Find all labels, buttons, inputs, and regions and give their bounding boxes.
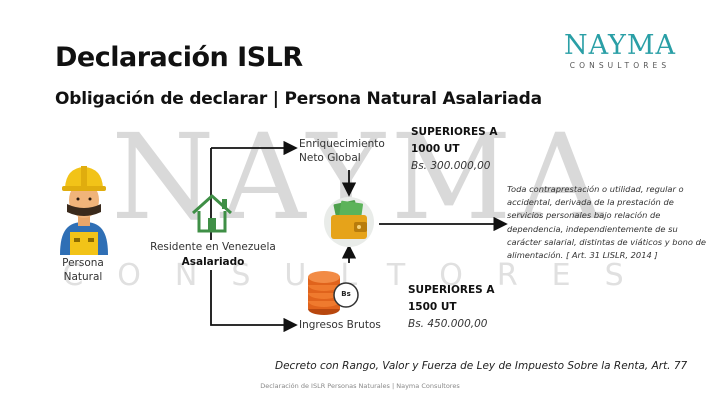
logo-word: NAYMA [564, 30, 676, 61]
logo: NAYMA CONSULTORES [564, 32, 676, 70]
decree-citation: Decreto con Rango, Valor y Fuerza de Ley… [275, 360, 688, 372]
wallet-icon [324, 197, 374, 247]
lower-threshold-line1: SUPERIORES A [408, 284, 495, 296]
residence-label: Residente en Venezuela [150, 241, 276, 253]
salaried-label: Asalariado [181, 256, 245, 268]
page-subtitle: Obligación de declarar | Persona Natural… [55, 89, 542, 109]
net-label-line2: Neto Global [299, 152, 361, 164]
lower-threshold-amount: Bs. 450.000,00 [408, 318, 488, 330]
lower-threshold: SUPERIORES A 1500 UT Bs. 450.000,00 [408, 282, 494, 333]
page-title: Declaración ISLR [55, 42, 303, 73]
logo-tagline: CONSULTORES [569, 61, 671, 70]
upper-threshold: SUPERIORES A 1000 UT Bs. 300.000,00 [411, 124, 497, 175]
salary-description: Toda contraprestación o utilidad, regula… [507, 184, 706, 261]
person-label: Persona Natural [58, 256, 108, 284]
upper-threshold-line1: SUPERIORES A [411, 126, 498, 138]
coins-icon [308, 271, 359, 315]
person-label-line1: Persona [62, 257, 104, 269]
coin-badge: Bs [341, 290, 351, 298]
arrow-to-gross [210, 270, 298, 333]
lower-threshold-line2: 1500 UT [408, 301, 457, 313]
gross-label: Ingresos Brutos [299, 319, 381, 331]
upper-threshold-line2: 1000 UT [411, 143, 460, 155]
house-icon [191, 194, 233, 233]
footer-text: Declaración de ISLR Personas Naturales |… [260, 382, 460, 390]
upper-threshold-amount: Bs. 300.000,00 [411, 160, 491, 172]
person-label-line2: Natural [63, 271, 103, 283]
net-label-line1: Enriquecimiento [299, 138, 385, 150]
worker-icon [60, 166, 108, 255]
net-label: Enriquecimiento Neto Global [299, 137, 385, 165]
